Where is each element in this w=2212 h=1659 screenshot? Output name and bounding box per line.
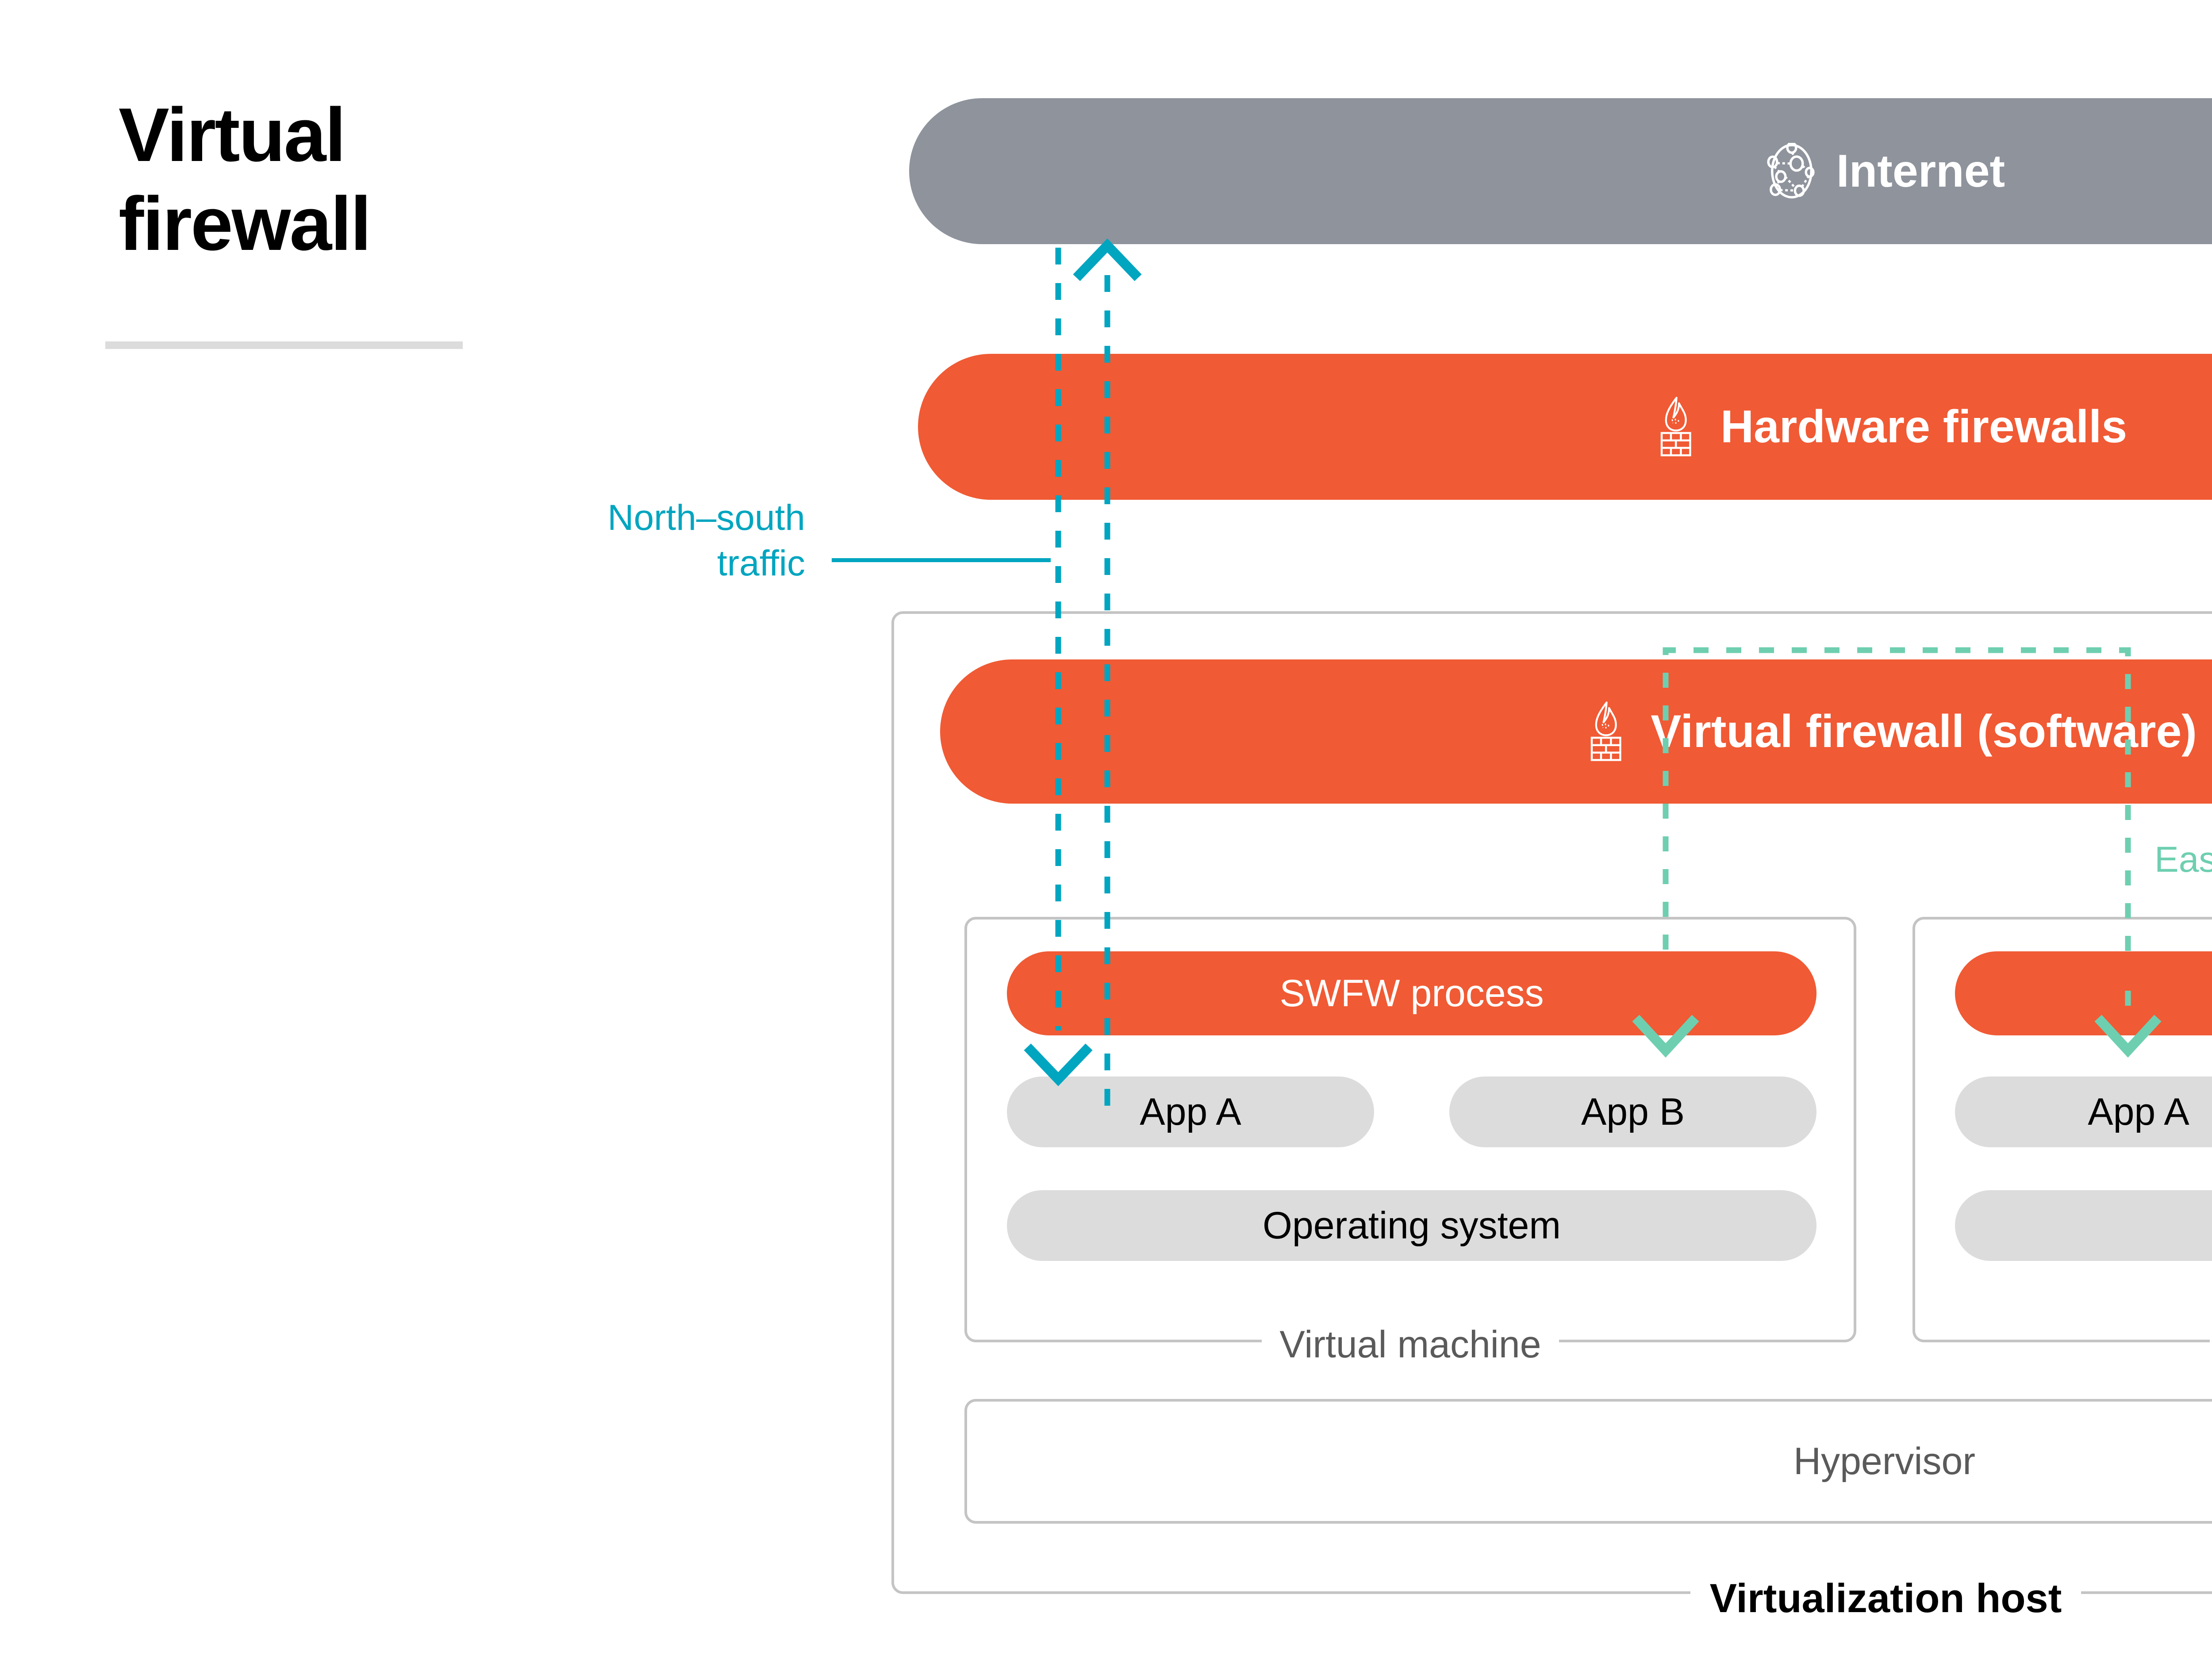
- app-label: App A: [1140, 1090, 1241, 1133]
- page-title: Virtual firewall: [119, 92, 372, 267]
- north-south-connector-line: [832, 558, 1051, 562]
- hardware-firewalls-bar: Hardware firewalls: [918, 354, 2212, 500]
- internet-bar: Internet: [909, 98, 2212, 244]
- north-south-up-arrow-icon: [1073, 238, 1142, 281]
- virtual-firewall-label: Virtual firewall (software): [1651, 705, 2197, 757]
- operating-system-box: Operating system: [1955, 1190, 2212, 1261]
- hypervisor-label: Hypervisor: [1793, 1440, 1975, 1483]
- swfw-process-label: SWFW process: [1279, 972, 1544, 1015]
- virtual-machine-box-right: SWFW process App A App B Operating syste…: [1912, 917, 2212, 1364]
- north-south-traffic-label: North–south traffic: [607, 498, 805, 583]
- hardware-firewalls-label: Hardware firewalls: [1720, 401, 2128, 452]
- swfw-process-bar: SWFW process: [1007, 951, 1816, 1035]
- title-block: Virtual firewall: [119, 91, 517, 268]
- virtual-firewall-bar: Virtual firewall (software): [940, 659, 2212, 804]
- virtualization-host-label: Virtualization host: [1690, 1578, 2081, 1619]
- app-box-a: App A: [1955, 1077, 2212, 1147]
- virtualization-host-label-wrap: Virtualization host: [894, 1578, 2212, 1619]
- firewall-flame-brick-icon: [1582, 701, 1632, 762]
- operating-system-box: Operating system: [1007, 1190, 1816, 1261]
- virtual-machine-box-left: SWFW process App A App B Operating syste…: [964, 917, 1856, 1364]
- internet-label: Internet: [1836, 145, 2005, 197]
- network-globe-icon: [1766, 143, 1818, 199]
- operating-system-label: Operating system: [2211, 1204, 2212, 1248]
- hypervisor-box: Hypervisor: [964, 1399, 2212, 1524]
- title-underline-rule: [105, 341, 463, 349]
- app-box-b: App B: [1449, 1077, 1816, 1147]
- app-label: App A: [2088, 1090, 2189, 1133]
- app-label: App B: [1581, 1090, 1685, 1133]
- east-west-traffic-label: East-west traffic: [2154, 839, 2212, 880]
- firewall-flame-brick-icon: [1652, 396, 1702, 458]
- operating-system-label: Operating system: [1263, 1204, 1561, 1247]
- swfw-process-bar: SWFW process: [1955, 951, 2212, 1035]
- app-box-a: App A: [1007, 1077, 1374, 1147]
